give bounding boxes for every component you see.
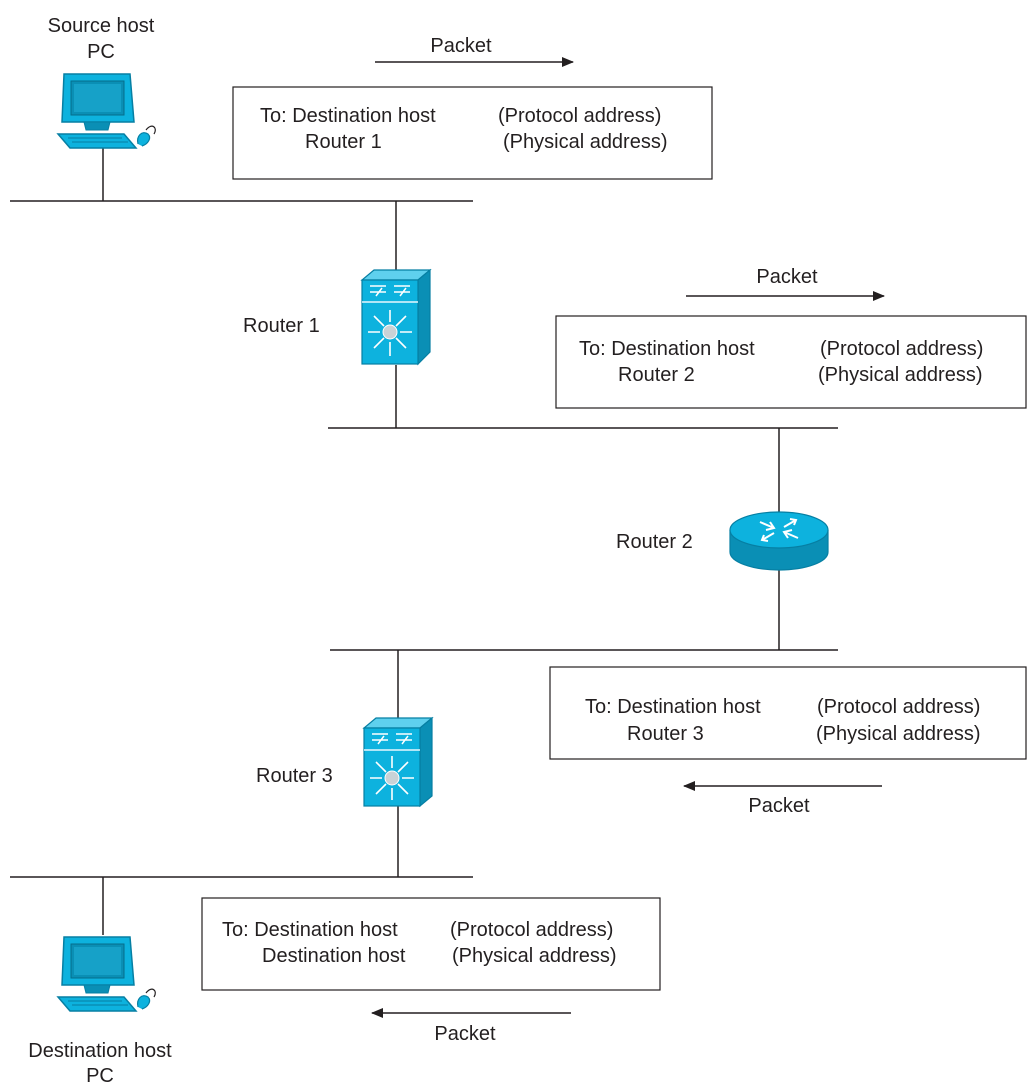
hop-2-next-hop: Router 2: [618, 364, 695, 386]
hop-1-physical-address: (Physical address): [503, 131, 668, 153]
hop-4-physical-address: (Physical address): [452, 945, 617, 967]
hop-4-protocol-address: (Protocol address): [450, 919, 613, 941]
packet-label-hop-4: Packet: [434, 1023, 496, 1045]
hop-1-protocol-address: (Protocol address): [498, 105, 661, 127]
hop-2-protocol-address: (Protocol address): [820, 338, 983, 360]
hop-2-physical-address: (Physical address): [818, 364, 983, 386]
packet-box-hop-4: [201, 897, 661, 991]
source-pc-label: PC: [87, 41, 115, 63]
hop-1-destination: To: Destination host: [260, 105, 436, 127]
hop-3-protocol-address: (Protocol address): [817, 696, 980, 718]
packet-label-hop-2: Packet: [756, 266, 818, 288]
destination-pc-label: PC: [86, 1065, 114, 1085]
source-pc-icon: [56, 73, 156, 149]
router-3-icon: [362, 716, 434, 808]
packet-label-hop-1: Packet: [430, 35, 492, 57]
hop-1-next-hop: Router 1: [305, 131, 382, 153]
hop-2-destination: To: Destination host: [579, 338, 755, 360]
router-1-label: Router 1: [243, 315, 320, 337]
hop-3-next-hop: Router 3: [627, 723, 704, 745]
hop-3-destination: To: Destination host: [585, 696, 761, 718]
router-2-icon: [729, 511, 829, 571]
destination-pc-icon: [56, 936, 156, 1012]
destination-host-label: Destination host: [28, 1040, 172, 1062]
packet-box-hop-1: [232, 86, 713, 180]
hop-4-destination: To: Destination host: [222, 919, 398, 941]
packet-box-hop-2: [555, 315, 1027, 409]
router-2-label: Router 2: [616, 531, 693, 553]
packet-label-hop-3: Packet: [748, 795, 810, 817]
hop-3-physical-address: (Physical address): [816, 723, 981, 745]
packet-box-hop-3: [549, 666, 1027, 760]
router-1-icon: [360, 268, 432, 366]
hop-4-next-hop: Destination host: [262, 945, 406, 967]
router-3-label: Router 3: [256, 765, 333, 787]
source-host-label: Source host: [48, 15, 155, 37]
